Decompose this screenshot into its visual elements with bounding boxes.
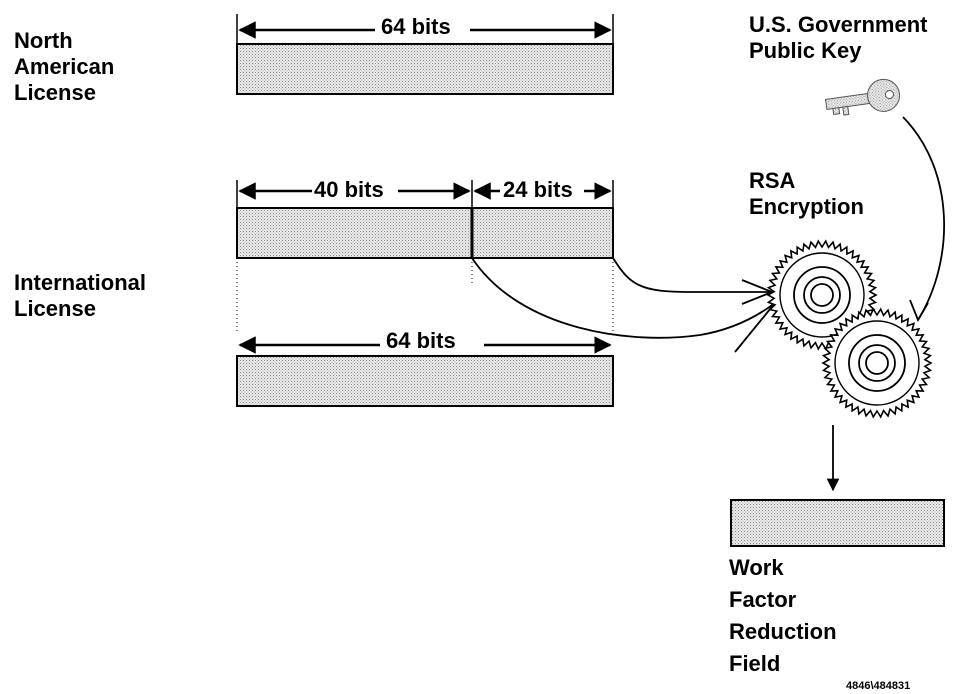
arrow-24bit-to-rsa: [613, 258, 770, 292]
label-work-factor-reduction-field: Work Factor Reduction Field: [729, 552, 837, 680]
intl-64bit-bar: [237, 356, 613, 406]
intl-64-bits-label: 64 bits: [386, 328, 456, 354]
label-north-american-license: North American License: [14, 28, 114, 106]
label-rsa-encryption: RSA Encryption: [749, 168, 864, 220]
gear-icon: [768, 241, 931, 417]
intl-40bit-bar: [237, 208, 472, 258]
label-us-government-public-key: U.S. Government Public Key: [749, 12, 927, 64]
na-64bit-bar: [237, 44, 613, 94]
figure-id: 4846\484831: [846, 680, 910, 692]
flow-arrows-to-rsa: [472, 258, 775, 352]
key-icon: [824, 77, 902, 119]
arrow-40bit-to-rsa: [472, 258, 775, 338]
intl-24-bits-label: 24 bits: [503, 177, 573, 203]
intl-24bit-bar: [472, 208, 613, 258]
arrow-key-to-rsa: [903, 117, 944, 320]
international-64bit-field: [237, 345, 613, 406]
na-64-bits-label: 64 bits: [381, 14, 451, 40]
wfr-bar: [731, 500, 944, 546]
intl-40-bits-label: 40 bits: [314, 177, 384, 203]
label-international-license: International License: [14, 270, 146, 322]
